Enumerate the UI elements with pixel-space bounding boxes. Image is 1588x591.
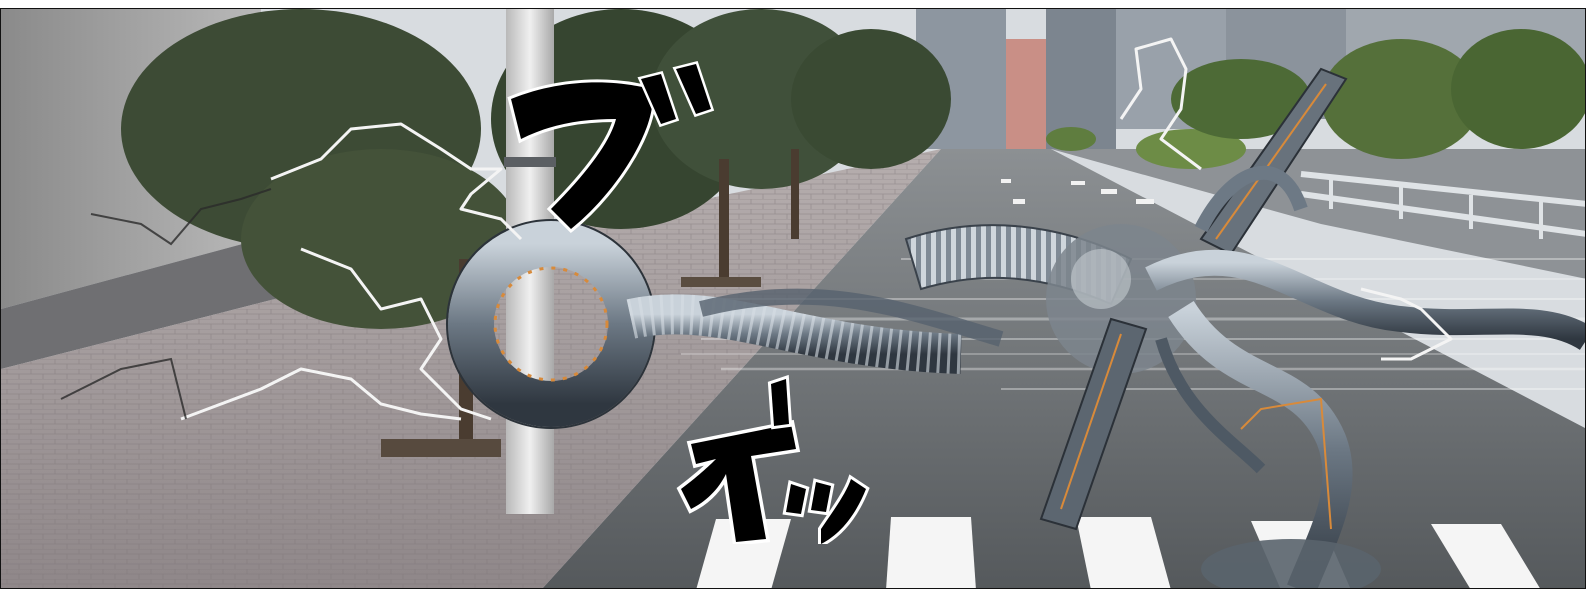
- sfx-bu-text: ブ: [501, 39, 721, 239]
- robot-mech: [446, 67, 1585, 588]
- street-scene: [1, 9, 1585, 588]
- lane-markings: [1001, 179, 1154, 204]
- sfx-ott-text: オッ: [671, 364, 871, 544]
- comic-panel: ブ オッ: [0, 8, 1586, 589]
- city-buildings: [916, 9, 1585, 149]
- electric-arcs: [180, 37, 1453, 421]
- guardrail: [1300, 171, 1585, 239]
